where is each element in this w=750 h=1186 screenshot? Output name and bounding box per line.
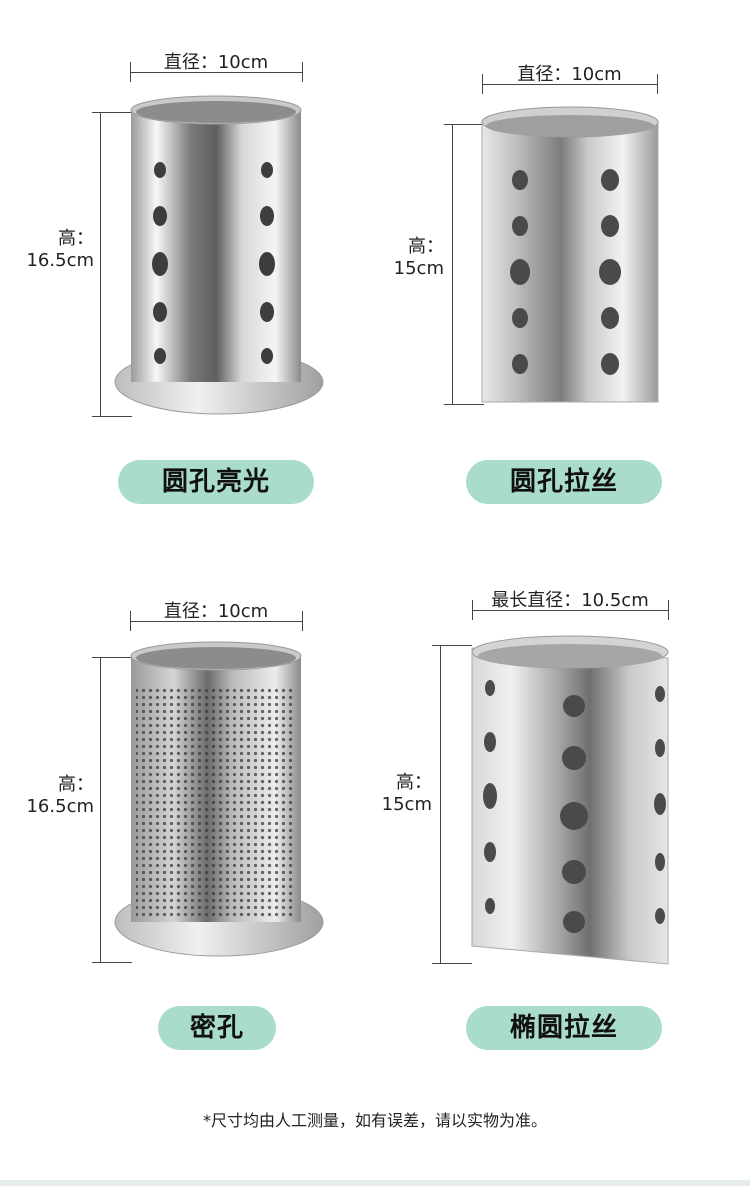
diameter-line [472, 610, 668, 611]
diameter-tick-right [657, 74, 658, 94]
product-name-badge: 密孔 [158, 1006, 276, 1050]
height-tick-top [92, 657, 132, 658]
diameter-label: 直径：10cm [163, 52, 269, 73]
height-tick-top [432, 645, 472, 646]
height-label-value: 16.5cm [26, 250, 94, 271]
diameter-line [130, 621, 302, 622]
height-label-prefix: 高： [58, 774, 94, 795]
diameter-label: 直径：10cm [163, 601, 269, 622]
height-tick-top [444, 124, 484, 125]
height-tick-bottom [432, 963, 472, 964]
height-label: 高： 15cm [338, 772, 432, 816]
height-label-value: 15cm [393, 258, 444, 279]
diameter-tick-left [472, 600, 473, 620]
height-label-value: 16.5cm [26, 796, 94, 817]
height-label-value: 15cm [381, 794, 432, 815]
height-tick-bottom [92, 416, 132, 417]
height-tick-bottom [92, 962, 132, 963]
height-line [452, 124, 453, 405]
diameter-label: 直径：10cm [517, 64, 622, 85]
product-name-badge: 椭圆拉丝 [466, 1006, 662, 1050]
diameter-tick-left [482, 74, 483, 94]
diameter-tick-right [302, 62, 303, 82]
height-label: 高： 16.5cm [0, 774, 94, 818]
product-name-badge: 圆孔拉丝 [466, 460, 662, 504]
utensil-holder-dense-image [114, 641, 324, 957]
height-line [440, 645, 441, 964]
diameter-label: 最长直径：10.5cm [491, 590, 649, 611]
diameter-line [130, 72, 302, 73]
diameter-tick-left [130, 62, 131, 82]
height-tick-bottom [444, 404, 484, 405]
utensil-holder-oval-image [471, 635, 669, 965]
utensil-holder-brushed-image [481, 106, 659, 403]
height-label: 高： 16.5cm [0, 228, 94, 272]
diameter-line [482, 84, 657, 85]
diameter-tick-left [130, 611, 131, 631]
height-line [100, 112, 101, 417]
diameter-tick-right [302, 611, 303, 631]
utensil-holder-glossy-image [114, 95, 324, 415]
height-tick-top [92, 112, 132, 113]
height-label-prefix: 高： [408, 236, 444, 257]
height-label: 高： 15cm [350, 236, 444, 280]
bottom-divider [0, 1180, 750, 1186]
product-name-badge: 圆孔亮光 [118, 460, 314, 504]
height-label-prefix: 高： [58, 228, 94, 249]
height-line [100, 657, 101, 963]
height-label-prefix: 高： [396, 772, 432, 793]
diameter-tick-right [668, 600, 669, 620]
measurement-disclaimer: *尺寸均由人工测量，如有误差，请以实物为准。 [202, 1111, 547, 1130]
